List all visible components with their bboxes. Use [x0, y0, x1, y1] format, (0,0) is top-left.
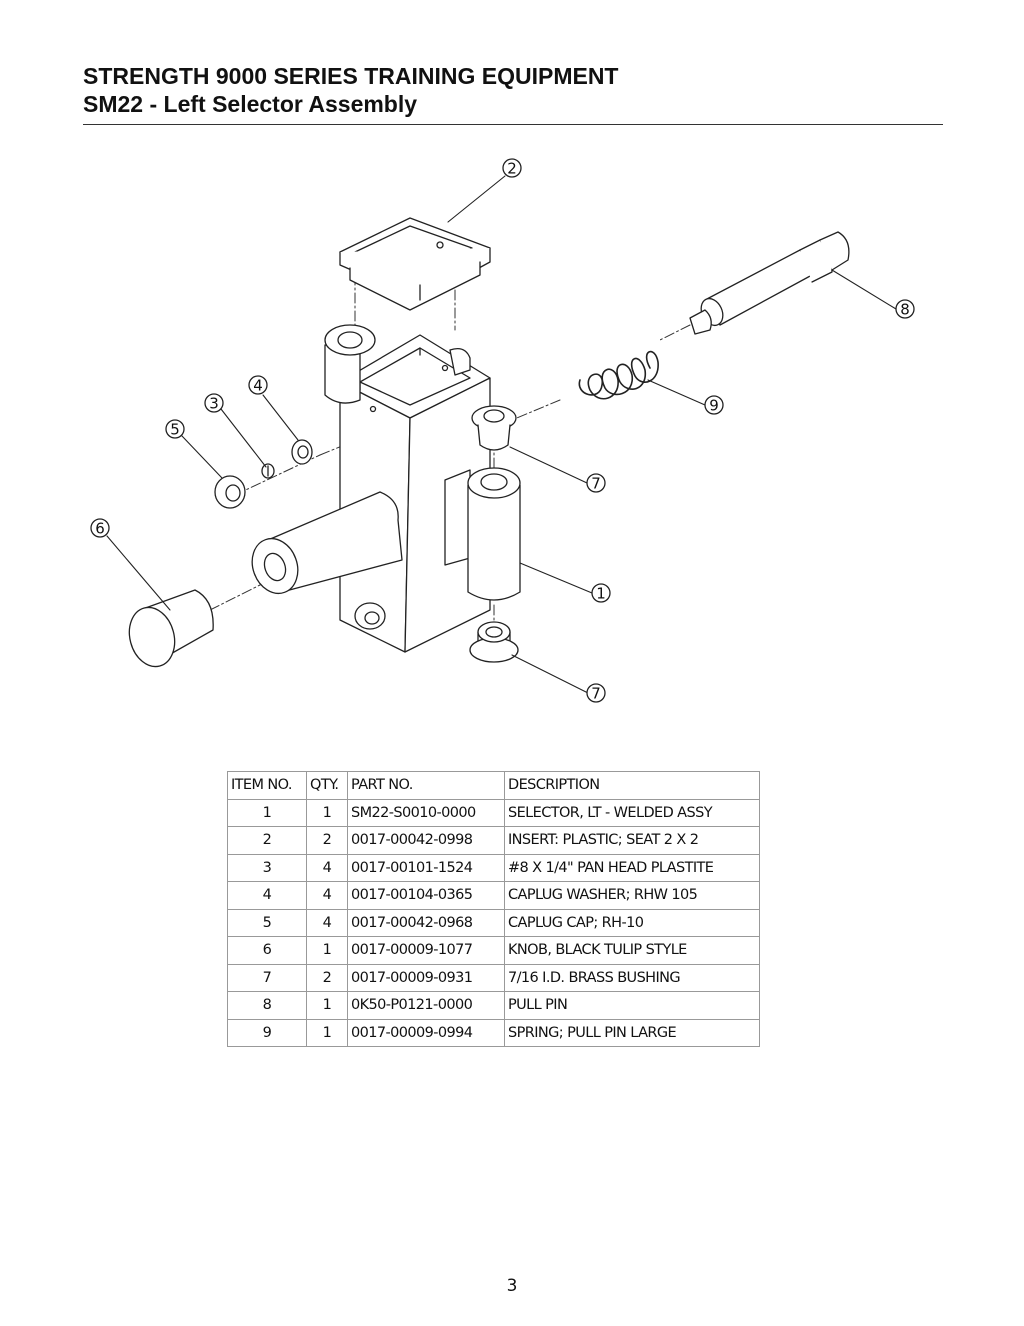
description-cell: PULL PIN — [504, 991, 760, 1020]
leader-lines — [106, 175, 897, 694]
item-no-cell: 3 — [227, 853, 307, 882]
pull-pin — [689, 231, 850, 335]
callout-5: 5 — [165, 419, 185, 439]
page-subtitle: SM22 - Left Selector Assembly — [83, 91, 418, 117]
item-no-cell: 6 — [227, 936, 307, 965]
part-no-cell: 0017-00009-1077 — [347, 936, 505, 965]
qty-cell: 2 — [306, 826, 348, 855]
page-title: STRENGTH 9000 SERIES TRAINING EQUIPMENT — [83, 63, 619, 89]
svg-text:8: 8 — [900, 301, 910, 319]
table-row: 4 4 0017-00104-0365 CAPLUG WASHER; RHW 1… — [227, 881, 760, 910]
callout-2: 2 — [502, 158, 522, 178]
part-no-cell: 0017-00009-0994 — [347, 1018, 505, 1047]
table-row: 6 1 0017-00009-1077 KNOB, BLACK TULIP ST… — [227, 936, 760, 965]
callout-1: 1 — [591, 583, 611, 603]
qty-cell: 1 — [306, 991, 348, 1020]
description-cell: INSERT: PLASTIC; SEAT 2 X 2 — [504, 826, 760, 855]
svg-text:9: 9 — [709, 397, 719, 415]
callout-7-bottom: 7 — [586, 683, 606, 703]
qty-cell: 1 — [306, 936, 348, 965]
table-row: 3 4 0017-00101-1524 #8 X 1/4" PAN HEAD P… — [227, 853, 760, 882]
svg-text:3: 3 — [209, 395, 219, 413]
svg-text:1: 1 — [596, 585, 606, 603]
table-row: 2 2 0017-00042-0998 INSERT: PLASTIC; SEA… — [227, 826, 760, 855]
item-no-cell: 4 — [227, 881, 307, 910]
item-no-cell: 9 — [227, 1018, 307, 1047]
callout-4: 4 — [248, 375, 268, 395]
table-row: 9 1 0017-00009-0994 SPRING; PULL PIN LAR… — [227, 1018, 760, 1047]
svg-text:7: 7 — [591, 685, 601, 703]
description-cell: SELECTOR, LT - WELDED ASSY — [504, 798, 760, 827]
bushing-top — [471, 405, 517, 451]
description-cell: CAPLUG WASHER; RHW 105 — [504, 881, 760, 910]
side-tube — [467, 467, 521, 601]
qty-cell: 2 — [306, 963, 348, 992]
page-header: STRENGTH 9000 SERIES TRAINING EQUIPMENT … — [83, 62, 943, 118]
svg-text:4: 4 — [253, 377, 263, 395]
callout-6: 6 — [90, 518, 110, 538]
header-part-no: PART NO. — [347, 771, 505, 800]
item-no-cell: 1 — [227, 798, 307, 827]
header-qty: QTY. — [306, 771, 348, 800]
callout-9: 9 — [704, 395, 724, 415]
svg-text:6: 6 — [95, 520, 105, 538]
caplug-cap — [214, 475, 246, 509]
description-cell: CAPLUG CAP; RH-10 — [504, 908, 760, 937]
callout-8: 8 — [895, 299, 915, 319]
part-no-cell: 0017-00042-0968 — [347, 908, 505, 937]
part-no-cell: 0017-00104-0365 — [347, 881, 505, 910]
pull-pin-spring — [578, 350, 659, 400]
table-row: 5 4 0017-00042-0968 CAPLUG CAP; RH-10 — [227, 908, 760, 937]
part-no-cell: 0K50-P0121-0000 — [347, 991, 505, 1020]
header-item-no: ITEM NO. — [227, 771, 307, 800]
table-row: 8 1 0K50-P0121-0000 PULL PIN — [227, 991, 760, 1020]
header-divider — [83, 124, 943, 125]
caplug-washer — [291, 439, 313, 465]
part-no-cell: 0017-00042-0998 — [347, 826, 505, 855]
callout-7-top: 7 — [586, 473, 606, 493]
page-number: 3 — [506, 1276, 518, 1296]
item-no-cell: 7 — [227, 963, 307, 992]
svg-text:5: 5 — [170, 421, 180, 439]
part-no-cell: SM22-S0010-0000 — [347, 798, 505, 827]
table-header-row: ITEM NO. QTY. PART NO. DESCRIPTION — [227, 771, 760, 800]
svg-text:7: 7 — [591, 475, 601, 493]
description-cell: KNOB, BLACK TULIP STYLE — [504, 936, 760, 965]
item-no-cell: 2 — [227, 826, 307, 855]
qty-cell: 4 — [306, 853, 348, 882]
table-row: 7 2 0017-00009-0931 7/16 I.D. BRASS BUSH… — [227, 963, 760, 992]
part-no-cell: 0017-00101-1524 — [347, 853, 505, 882]
exploded-assembly-diagram: 1 2 3 4 5 6 7 7 — [0, 140, 1024, 760]
pan-head-screw — [261, 463, 275, 479]
item-no-cell: 5 — [227, 908, 307, 937]
qty-cell: 1 — [306, 1018, 348, 1047]
qty-cell: 4 — [306, 908, 348, 937]
callout-3: 3 — [204, 393, 224, 413]
part-no-cell: 0017-00009-0931 — [347, 963, 505, 992]
svg-text:2: 2 — [507, 160, 517, 178]
description-cell: 7/16 I.D. BRASS BUSHING — [504, 963, 760, 992]
description-cell: SPRING; PULL PIN LARGE — [504, 1018, 760, 1047]
knob-shaft — [251, 491, 403, 595]
tulip-knob — [128, 589, 214, 668]
table-row: 1 1 SM22-S0010-0000 SELECTOR, LT - WELDE… — [227, 798, 760, 827]
description-cell: #8 X 1/4" PAN HEAD PLASTITE — [504, 853, 760, 882]
plastic-insert — [339, 217, 491, 311]
qty-cell: 4 — [306, 881, 348, 910]
selector-welded-body — [324, 324, 491, 653]
header-description: DESCRIPTION — [504, 771, 760, 800]
qty-cell: 1 — [306, 798, 348, 827]
parts-list-table: ITEM NO. QTY. PART NO. DESCRIPTION 1 1 S… — [227, 771, 760, 1047]
item-no-cell: 8 — [227, 991, 307, 1020]
bushing-bottom — [469, 621, 519, 663]
